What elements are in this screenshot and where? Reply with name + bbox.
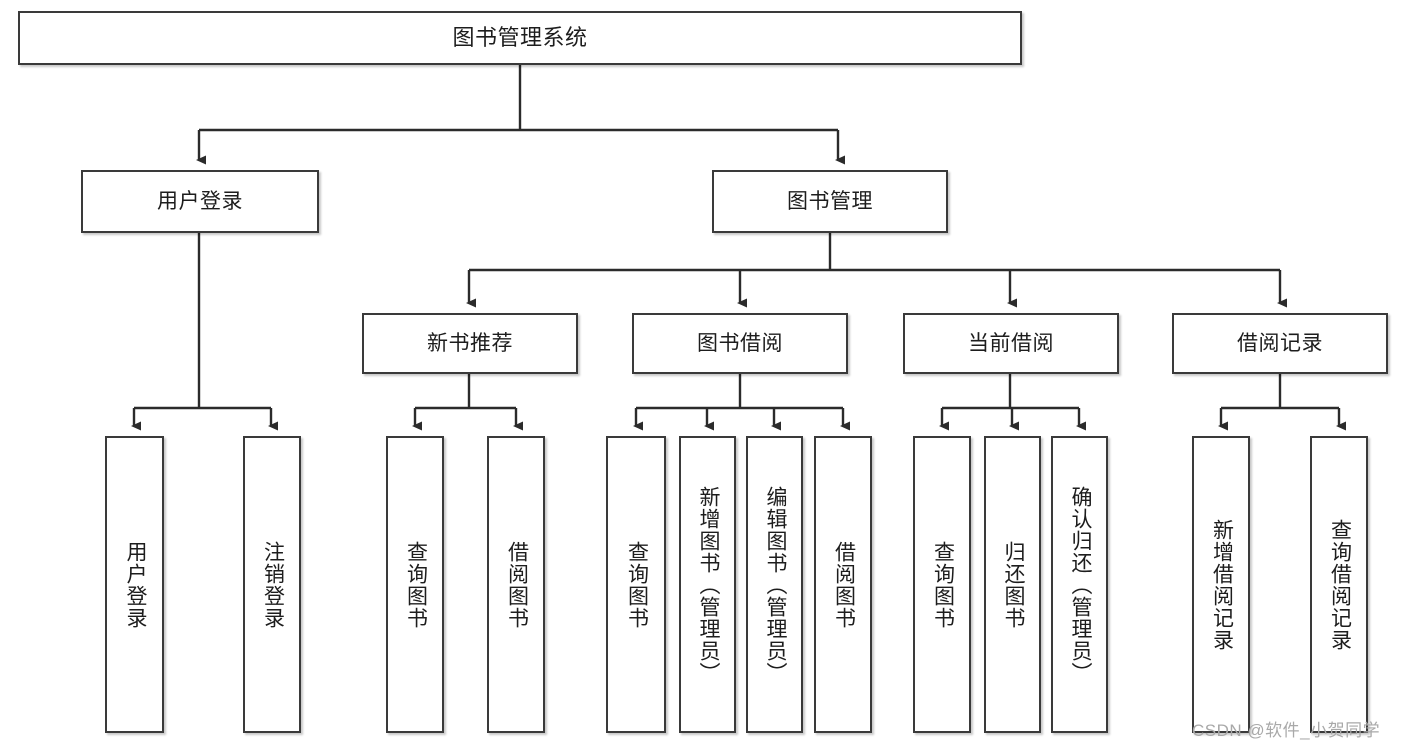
leaf-borrow-book[interactable]: 借阅图书 (814, 436, 872, 733)
leaf-label: 新增借阅记录 (1210, 518, 1234, 651)
node-book-borrow[interactable]: 图书借阅 (632, 313, 848, 374)
leaf-label: 归还图书 (1001, 540, 1025, 629)
leaf-logout[interactable]: 注销登录 (243, 436, 301, 733)
leaf-query-book-current[interactable]: 查询图书 (913, 436, 971, 733)
leaf-query-book-recommend[interactable]: 查询图书 (386, 436, 444, 733)
node-borrow-record[interactable]: 借阅记录 (1172, 313, 1388, 374)
node-new-book-recommend[interactable]: 新书推荐 (362, 313, 578, 374)
leaf-label: 注销登录 (261, 540, 285, 629)
leaf-user-login[interactable]: 用户登录 (105, 436, 164, 733)
leaf-borrow-book-recommend[interactable]: 借阅图书 (487, 436, 545, 733)
leaf-label: 编辑图书（管理员） (763, 485, 787, 684)
leaf-label: 查询图书 (625, 540, 649, 629)
leaf-label: 查询图书 (404, 540, 428, 629)
leaf-query-borrow-record[interactable]: 查询借阅记录 (1310, 436, 1368, 733)
csdn-watermark: CSDN @软件_小贺同学 (1192, 721, 1381, 740)
leaf-edit-book-admin[interactable]: 编辑图书（管理员） (746, 436, 803, 733)
node-user-login[interactable]: 用户登录 (81, 170, 319, 233)
leaf-label: 借阅图书 (832, 540, 856, 629)
node-root-system[interactable]: 图书管理系统 (18, 11, 1022, 65)
leaf-label: 借阅图书 (505, 540, 529, 629)
leaf-label: 查询图书 (931, 540, 955, 629)
leaf-label: 新增图书（管理员） (696, 485, 720, 684)
leaf-label: 确认归还（管理员） (1068, 485, 1092, 684)
leaf-query-book-borrow[interactable]: 查询图书 (606, 436, 666, 733)
leaf-add-book-admin[interactable]: 新增图书（管理员） (679, 436, 736, 733)
leaf-return-book[interactable]: 归还图书 (984, 436, 1041, 733)
leaf-label: 用户登录 (123, 540, 147, 629)
leaf-add-borrow-record[interactable]: 新增借阅记录 (1192, 436, 1250, 733)
leaf-label: 查询借阅记录 (1328, 518, 1352, 651)
leaf-confirm-return-admin[interactable]: 确认归还（管理员） (1051, 436, 1108, 733)
node-book-manage[interactable]: 图书管理 (712, 170, 948, 233)
node-current-borrow[interactable]: 当前借阅 (903, 313, 1119, 374)
